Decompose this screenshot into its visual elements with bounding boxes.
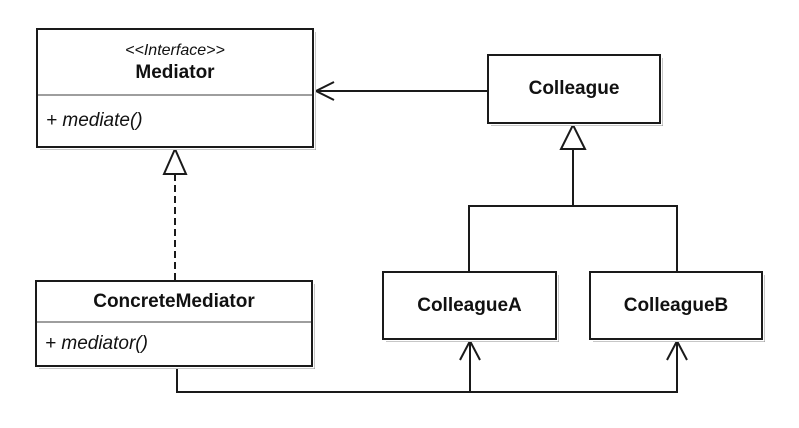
colleague-a-title-compartment: ColleagueA <box>384 273 555 338</box>
colleague-b-class-name-label: ColleagueB <box>623 294 729 316</box>
mediator-title-compartment: <<Interface>> Mediator <box>38 30 312 94</box>
class-box-colleague: Colleague <box>487 54 661 124</box>
mediator-class-name-label: Mediator <box>135 61 215 83</box>
concrete-mediator-methods-compartment: + mediator() <box>37 321 311 365</box>
class-box-concrete-mediator: ConcreteMediator + mediator() <box>35 280 313 367</box>
realization-concretemediator-to-mediator-arrow <box>162 146 188 280</box>
concrete-mediator-title-compartment: ConcreteMediator <box>37 282 311 321</box>
association-colleague-to-mediator-arrow <box>313 81 487 101</box>
class-box-mediator: <<Interface>> Mediator + mediate() <box>36 28 314 148</box>
colleague-title-compartment: Colleague <box>489 56 659 122</box>
mediator-methods-compartment: + mediate() <box>38 94 312 146</box>
colleague-b-title-compartment: ColleagueB <box>591 273 761 338</box>
mediator-stereotype-label: <<Interface>> <box>125 41 225 59</box>
class-box-colleague-b: ColleagueB <box>589 271 763 340</box>
concrete-mediator-method-label: + mediator() <box>45 333 148 354</box>
concrete-mediator-class-name-label: ConcreteMediator <box>93 290 255 312</box>
colleague-class-name-label: Colleague <box>528 78 620 99</box>
generalization-colleagues-to-colleague-arrow <box>468 122 678 271</box>
class-box-colleague-a: ColleagueA <box>382 271 557 340</box>
mediator-method-label: + mediate() <box>46 110 143 131</box>
colleague-a-class-name-label: ColleagueA <box>417 294 522 316</box>
